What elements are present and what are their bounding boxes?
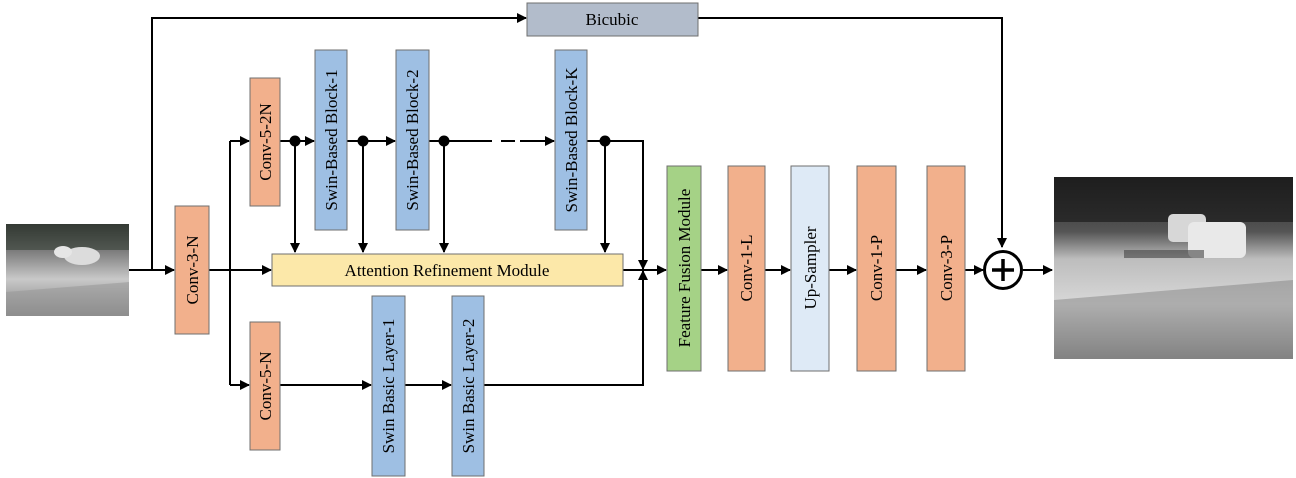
attention-refinement-box	[271, 253, 624, 287]
swin-block-1-label: Swin-Based Block-1	[322, 69, 341, 210]
conv-1-l-label: Conv-1-L	[737, 234, 756, 301]
conv-1-l-box	[727, 165, 766, 372]
swin-basic-layer-2-label: Swin Basic Layer-2	[459, 319, 478, 454]
conv-1-p-box	[856, 165, 897, 372]
swin-basic-layer-2-box	[451, 295, 485, 477]
conv-5-2n-label: Conv-5-2N	[256, 103, 275, 180]
feature-fusion-label: Feature Fusion Module	[675, 189, 694, 348]
swin-block-k-label: Swin-Based Block-K	[562, 67, 581, 213]
up-sampler-label: Up-Sampler	[801, 226, 820, 309]
element-wise-sum-icon	[983, 250, 1023, 290]
attention-refinement-label: Attention Refinement Module	[345, 261, 550, 280]
up-sampler-box	[790, 165, 830, 372]
bicubic-label: Bicubic	[586, 10, 639, 29]
swin-block-2-label: Swin-Based Block-2	[403, 69, 422, 210]
output-image-icon	[1054, 177, 1293, 359]
connections	[129, 13, 1053, 390]
swin-block-1-box	[314, 49, 348, 231]
input-image-icon	[6, 224, 129, 316]
conv-3-p-label: Conv-3-P	[937, 235, 956, 301]
conv-5-n-box	[249, 321, 281, 451]
bicubic-box	[526, 2, 699, 37]
swin-block-2-box	[395, 49, 430, 231]
conv-1-p-label: Conv-1-P	[867, 235, 886, 301]
swin-basic-layer-1-label: Swin Basic Layer-1	[379, 319, 398, 454]
conv-5-2n-box	[249, 77, 281, 207]
swin-basic-layer-1-box	[371, 295, 406, 477]
conv-3-n-box	[174, 205, 210, 335]
conv-3-n-label: Conv-3-N	[183, 236, 202, 305]
feature-fusion-box	[666, 165, 702, 372]
conv-5-n-label: Conv-5-N	[256, 352, 275, 421]
junction-dots	[289, 135, 611, 147]
conv-3-p-box	[926, 165, 966, 372]
swin-block-k-box	[554, 49, 588, 231]
